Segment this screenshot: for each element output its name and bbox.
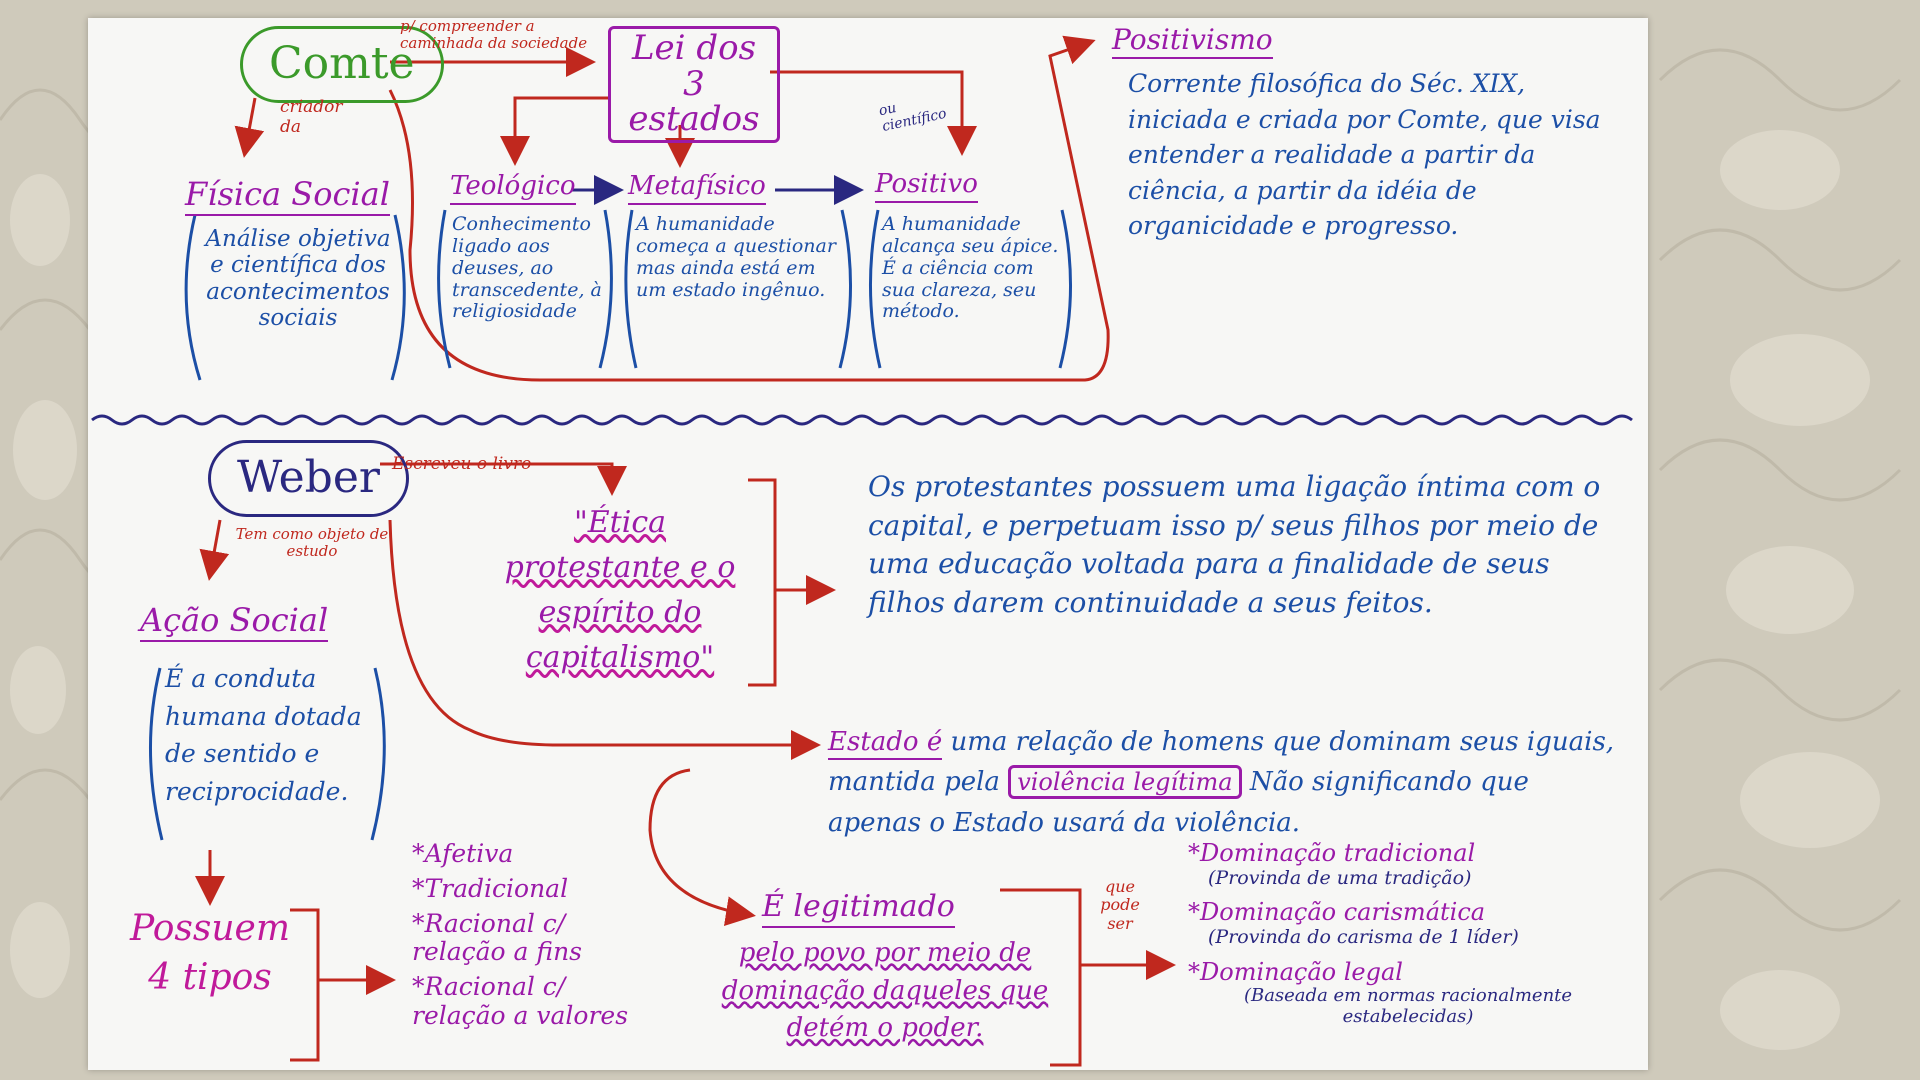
estado-title: Estado é	[828, 727, 943, 760]
dominacao-title: *Dominação carismática	[1188, 898, 1486, 927]
possuem-4-tipos: Possuem 4 tipos	[129, 908, 290, 998]
dominacao-desc: (Baseada em normas racionalmente estabel…	[1243, 985, 1573, 1028]
teologico-title: Teológico	[450, 171, 576, 205]
lei-3-estados-box: Lei dos 3 estados	[608, 26, 780, 144]
positivismo-title: Positivismo	[1112, 23, 1273, 60]
comte-cloud-title: Comte	[240, 26, 444, 103]
label-pode-ser: que pode ser	[1100, 877, 1140, 933]
dominacao-title: *Dominação legal	[1188, 957, 1403, 986]
legitimado-title: É legitimado	[762, 889, 955, 928]
label-escreveu: Escreveu o livro	[392, 454, 532, 474]
positivismo-text: Corrente filosófica do Séc. XIX, iniciad…	[1128, 69, 1601, 240]
positivo-title: Positivo	[875, 169, 978, 203]
metafisico-text: A humanidade começa a questionar mas ain…	[636, 213, 836, 301]
estado-text-2: Não significando que apenas o Estado usa…	[828, 767, 1529, 838]
tipo-item: *Racional c/ relação a valores	[412, 972, 629, 1030]
legitimado-text: pelo povo por meio de dominação daqueles…	[721, 938, 1049, 1044]
label-objeto: Tem como objeto de estudo	[235, 525, 389, 561]
dominacao-title: *Dominação tradicional	[1188, 839, 1476, 867]
positivo-text: A humanidade alcança seu ápice. É a ciên…	[882, 213, 1059, 323]
tipos-list: *Afetiva *Tradicional *Racional c/ relaç…	[412, 839, 672, 1031]
violencia-legitima-box: violência legítima	[1008, 765, 1242, 800]
metafisico-title: Metafísico	[628, 171, 766, 205]
dominacoes-list: *Dominação tradicional (Provinda de uma …	[1188, 839, 1638, 1028]
label-criador: criador da	[280, 97, 343, 137]
fisica-social-text: Análise objetiva e científica dos aconte…	[205, 226, 391, 332]
teologico-text: Conhecimento ligado aos deuses, ao trans…	[452, 213, 602, 323]
estado-text-1: uma relação de homens que dominam seus i…	[828, 727, 1615, 798]
protestantes-text: Os protestantes possuem uma ligação ínti…	[868, 470, 1601, 619]
label-to-lei: p/ compreender a caminhada da sociedade	[400, 17, 588, 53]
dominacao-desc: (Provinda do carisma de 1 líder)	[1208, 926, 1519, 949]
estado-text: Estado é uma relação de homens que domin…	[828, 722, 1628, 843]
tipo-item: *Racional c/ relação a fins	[412, 908, 583, 967]
acao-social-title: Ação Social	[140, 602, 329, 642]
weber-cloud-title: Weber	[208, 440, 409, 517]
fisica-social-title: Física Social	[185, 176, 390, 216]
dominacao-desc: (Provinda de uma tradição)	[1208, 866, 1472, 889]
tipo-item: *Afetiva	[412, 839, 514, 868]
tipo-item: *Tradicional	[412, 873, 569, 903]
livro-title: "Ética protestante e o espírito do capit…	[504, 505, 736, 675]
acao-social-text: É a conduta humana dotada de sentido e r…	[165, 664, 362, 806]
